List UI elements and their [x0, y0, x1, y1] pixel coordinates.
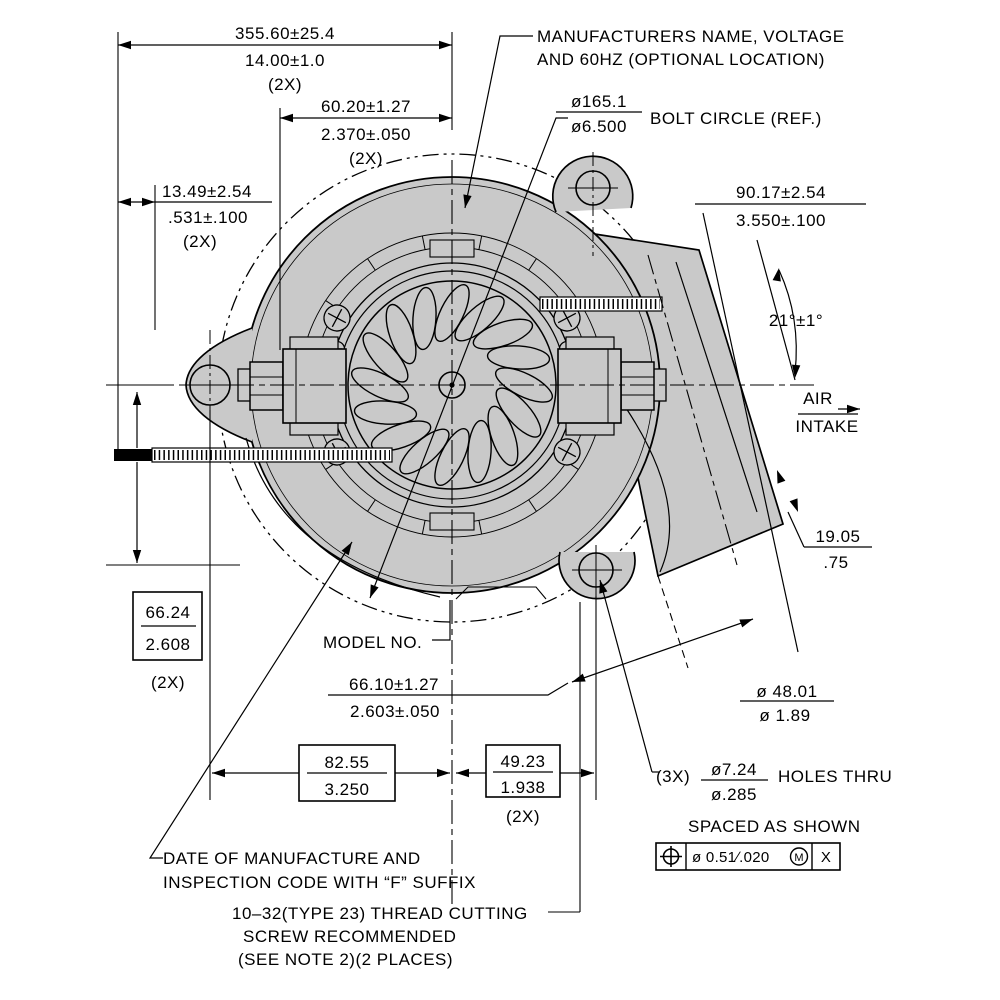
- lead-exit-in: 2.370±.050: [321, 125, 411, 144]
- lead-length-qty: (2X): [268, 75, 302, 94]
- lug-left-span-mm: 82.55: [324, 753, 369, 772]
- screw-note-3: (SEE NOTE 2)(2 PLACES): [238, 950, 453, 969]
- center-to-hole-mm: 66.10±1.27: [349, 675, 439, 694]
- fcf-modifier: M: [794, 852, 803, 864]
- intake-dia-mm: ø 48.01: [756, 682, 817, 701]
- intake-length-in: 3.550±.100: [736, 211, 826, 230]
- phillips-screw-icon: [323, 304, 351, 332]
- holes-in: ø.285: [711, 785, 757, 804]
- lead-length-in: 14.00±1.0: [245, 51, 325, 70]
- extension-lines: [106, 32, 597, 913]
- centerlines: [150, 160, 818, 905]
- feature-control-frame: [655, 842, 841, 871]
- lug-right-span-mm: 49.23: [500, 752, 545, 771]
- mmc-modifier-icon: [789, 847, 809, 866]
- lug-right-span-qty: (2X): [506, 807, 540, 826]
- screw-note-2: SCREW RECOMMENDED: [243, 927, 456, 946]
- bolt-circle-label: BOLT CIRCLE (REF.): [650, 109, 822, 128]
- model-no-leader: [432, 600, 451, 641]
- duct-axis: [647, 254, 738, 566]
- fcf-datum: X: [821, 849, 831, 866]
- dimension-lines: [118, 35, 872, 859]
- bolt-circle-mm: ø165.1: [571, 92, 627, 111]
- side-offset-mm: 13.49±2.54: [162, 182, 252, 201]
- date-code-leader: [148, 541, 353, 859]
- date-code-1: DATE OF MANUFACTURE AND: [163, 849, 421, 868]
- center-to-hole-in: 2.603±.050: [350, 702, 440, 721]
- holes-suffix: HOLES THRU: [778, 767, 892, 786]
- side-offset-in: .531±.100: [168, 208, 248, 227]
- intake-length-mm: 90.17±2.54: [736, 183, 826, 202]
- dimension-boxes: [132, 591, 841, 871]
- holes-qty: (3X): [656, 767, 690, 786]
- lead-exit-mm: 60.20±1.27: [321, 97, 411, 116]
- manufacturer-leader: [464, 35, 533, 209]
- date-code-2: INSPECTION CODE WITH “F” SUFFIX: [163, 873, 476, 892]
- height-below-in: 2.608: [145, 635, 190, 654]
- lead-length-mm: 355.60±25.4: [235, 24, 335, 43]
- annotations: 355.60±25.4 14.00±1.0 (2X) 60.20±1.27 2.…: [145, 24, 892, 969]
- intake-angle: 21°±1°: [769, 311, 823, 330]
- screw-note-1: 10–32(TYPE 23) THREAD CUTTING: [232, 904, 528, 923]
- lug-right-span-box: [485, 744, 561, 798]
- side-offset-qty: (2X): [183, 232, 217, 251]
- phillips-screw-icon: [553, 438, 581, 466]
- air-intake-2: INTAKE: [795, 417, 858, 436]
- manufacturer-note-2: AND 60HZ (OPTIONAL LOCATION): [537, 50, 825, 69]
- wall-depth-mm: 19.05: [815, 527, 860, 546]
- model-no-label: MODEL NO.: [323, 633, 422, 652]
- holes-spacing: SPACED AS SHOWN: [688, 817, 861, 836]
- lead-end: [114, 449, 152, 461]
- center-to-hole-leader: [460, 682, 569, 696]
- lug-left-span-in: 3.250: [324, 780, 369, 799]
- manufacturer-note-1: MANUFACTURERS NAME, VOLTAGE: [537, 27, 845, 46]
- air-intake-1: AIR: [803, 389, 833, 408]
- scroll-inner-wall: [245, 437, 441, 598]
- lug-right-span-in: 1.938: [500, 778, 545, 797]
- holes-mm: ø7.24: [711, 760, 757, 779]
- height-below-qty: (2X): [151, 673, 185, 692]
- bolt-circle-in: ø6.500: [571, 117, 627, 136]
- lead-wires: [114, 296, 663, 463]
- lead-exit-qty: (2X): [349, 149, 383, 168]
- position-tolerance-icon: [660, 846, 682, 867]
- intake-dia-in: ø 1.89: [759, 706, 810, 725]
- bolt-circle-leader: [369, 117, 568, 599]
- fcf-tolerance: ø 0.51∕.020: [692, 849, 770, 866]
- wall-depth-in: .75: [823, 553, 848, 572]
- height-below-mm: 66.24: [145, 603, 190, 622]
- holes-leader: [599, 579, 653, 773]
